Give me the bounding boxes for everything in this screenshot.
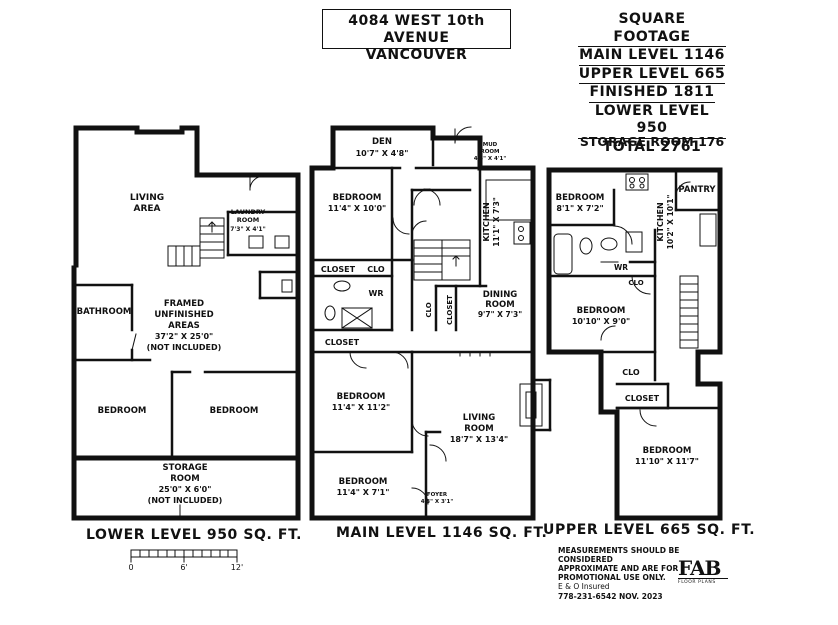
storage-label-2: ROOM xyxy=(170,474,199,484)
main-level-walls xyxy=(309,125,536,521)
upper-clo-top-label: CLO xyxy=(628,279,643,287)
dining-label-2: ROOM xyxy=(485,300,514,310)
scale-tick-12: 12' xyxy=(231,563,243,572)
main-bedroom3-label: BEDROOM xyxy=(339,477,388,487)
living-dim: 18'7" X 13'4" xyxy=(450,435,508,444)
framed-label-3: AREAS xyxy=(168,321,200,331)
note-line-2: APPROXIMATE AND ARE FOR xyxy=(558,564,679,573)
lower-level-caption: LOWER LEVEL 950 SQ. FT. xyxy=(86,527,303,543)
fab-logo: FAB FLOOR PLANS xyxy=(678,558,728,585)
disclaimer-notes: MEASUREMENTS SHOULD BE CONSIDERED APPROX… xyxy=(558,546,688,601)
main-level-caption: MAIN LEVEL 1146 SQ. FT. xyxy=(336,525,548,541)
main-bedroom1-dim: 11'4" X 10'0" xyxy=(328,204,386,213)
main-clo2-label: CLO xyxy=(425,302,433,317)
den-label: DEN xyxy=(372,137,392,147)
address-line-1: 4084 WEST 10th AVENUE xyxy=(348,13,485,46)
upper-bedroom2-label: BEDROOM xyxy=(577,306,626,316)
dining-label: DINING xyxy=(483,290,518,300)
sqft-main: MAIN LEVEL 1146 xyxy=(579,47,725,66)
main-bedroom2-label: BEDROOM xyxy=(337,392,386,402)
upper-bedroom1-label: BEDROOM xyxy=(556,193,605,203)
main-bedroom1-label: BEDROOM xyxy=(333,193,382,203)
upper-bedroom3-label: BEDROOM xyxy=(643,446,692,456)
laundry-dim: 7'3" X 4'1" xyxy=(230,226,265,233)
upper-bedroom2-dim: 10'10" X 9'0" xyxy=(572,317,630,326)
lower-living-label-2: AREA xyxy=(133,204,160,214)
upper-level-fixtures xyxy=(553,173,717,427)
mud-label-2: ROOM xyxy=(480,149,499,155)
mud-label: MUD xyxy=(483,142,498,148)
lower-level-walls xyxy=(71,125,301,521)
living-label-2: ROOM xyxy=(464,424,493,434)
living-label: LIVING xyxy=(463,413,495,423)
main-closet2-label: CLOSET xyxy=(325,338,360,347)
scale-bar xyxy=(130,549,238,563)
main-bedroom2-dim: 11'4" X 11'2" xyxy=(332,403,390,412)
main-kitchen-label: KITCHEN xyxy=(482,202,491,241)
square-footage-summary: SQUARE FOOTAGE MAIN LEVEL 1146 UPPER LEV… xyxy=(578,11,726,156)
main-closet-v-label: CLOSET xyxy=(446,295,454,325)
lower-level-stairs xyxy=(131,175,293,519)
main-level-fixtures xyxy=(324,126,543,505)
upper-bedroom1-dim: 8'1" X 7'2" xyxy=(556,204,603,213)
den-dim: 10'7" X 4'8" xyxy=(356,149,409,158)
address-box: 4084 WEST 10th AVENUE VANCOUVER xyxy=(322,9,511,63)
framed-label-2: UNFINISHED xyxy=(154,310,213,320)
framed-label: FRAMED xyxy=(164,299,204,309)
logo-sub: FLOOR PLANS xyxy=(678,580,716,585)
scale-tick-6: 6' xyxy=(180,563,187,572)
lower-level-partitions xyxy=(72,210,300,460)
sqft-finished: FINISHED 1811 xyxy=(589,84,715,103)
logo-text: FAB xyxy=(678,558,728,579)
framed-note: (NOT INCLUDED) xyxy=(147,343,222,352)
framed-dim: 37'2" X 25'0" xyxy=(155,332,213,341)
pantry-label: PANTRY xyxy=(678,185,716,195)
laundry-label: LAUNDRY xyxy=(231,208,266,216)
note-line-1: MEASUREMENTS SHOULD BE CONSIDERED xyxy=(558,546,680,564)
lower-bedroom-right: BEDROOM xyxy=(210,406,259,416)
storage-note: (NOT INCLUDED) xyxy=(148,496,223,505)
note-line-3: PROMOTIONAL USE ONLY. xyxy=(558,573,666,582)
upper-closet-label: CLOSET xyxy=(625,394,660,403)
storage-dim: 25'0" X 6'0" xyxy=(159,485,212,494)
lower-bedroom-left: BEDROOM xyxy=(98,406,147,416)
upper-level-partitions xyxy=(547,168,722,410)
address-line-2: VANCOUVER xyxy=(365,47,468,63)
sqft-lower: LOWER LEVEL 950 xyxy=(578,103,726,139)
dining-dim: 9'7" X 7'3" xyxy=(478,310,522,319)
upper-wr-label: WR xyxy=(614,263,628,272)
sqft-upper: UPPER LEVEL 665 xyxy=(578,66,726,84)
upper-clo-label: CLO xyxy=(622,368,640,377)
upper-kitchen-label: KITCHEN xyxy=(656,202,665,241)
main-kitchen-dim: 11'1" X 7'3" xyxy=(492,197,501,247)
scale-tick-0: 0 xyxy=(128,563,133,572)
lower-bathroom-label: BATHROOM xyxy=(77,307,132,317)
upper-bedroom3-dim: 11'10" X 11'7" xyxy=(635,457,699,466)
foyer-dim: 4'3" X 3'1" xyxy=(421,499,454,505)
main-bedroom3-dim: 11'4" X 7'1" xyxy=(337,488,390,497)
foyer-label: FOYER xyxy=(427,492,448,498)
sqft-total: TOTAL 2761 xyxy=(602,138,702,155)
upper-kitchen-dim: 10'2" X 10'1" xyxy=(666,195,675,250)
laundry-label-2: ROOM xyxy=(237,216,260,224)
upper-level-caption: UPPER LEVEL 665 SQ. FT. xyxy=(543,522,756,538)
storage-label: STORAGE xyxy=(162,463,207,473)
lower-living-label: LIVING xyxy=(130,193,164,203)
sqft-title: SQUARE FOOTAGE xyxy=(578,11,726,47)
contact-line: 778-231-6542 NOV. 2023 xyxy=(558,592,663,601)
main-wr-label: WR xyxy=(369,289,384,298)
mud-dim: 4'8" X 4'1" xyxy=(474,156,507,162)
main-clo1-label: CLO xyxy=(367,265,385,274)
note-line-4: E & O Insured xyxy=(558,582,610,591)
main-closet1-label: CLOSET xyxy=(321,265,356,274)
